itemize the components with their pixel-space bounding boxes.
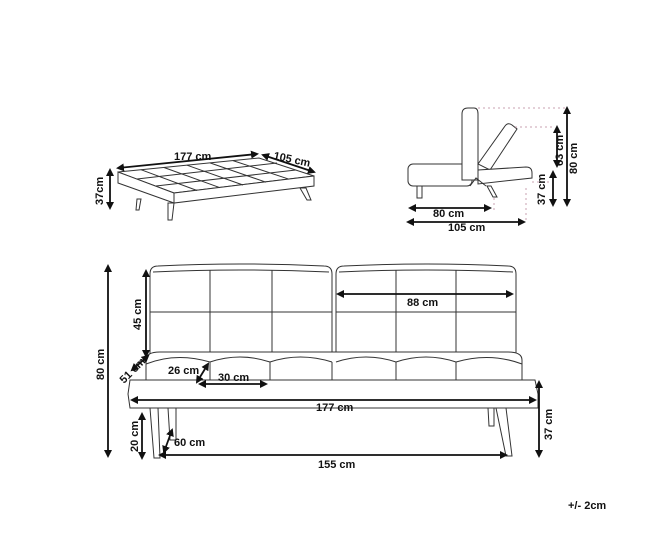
side-total-height-label: 80 cm bbox=[568, 143, 580, 174]
bed-depth-arrow bbox=[261, 153, 316, 174]
bed-view: 177 cm 105 cm 37cm bbox=[94, 150, 316, 221]
side-view: 80 cm 105 cm 37 cm 63 cm 80 cm bbox=[406, 106, 580, 234]
bed-leg-left bbox=[135, 198, 142, 211]
front-leg-back-right bbox=[487, 407, 495, 427]
side-seat-height-label: 37 cm bbox=[536, 174, 548, 205]
front-leg-right bbox=[495, 407, 513, 457]
front-back-height-label: 45 cm bbox=[132, 299, 144, 330]
side-back-height-label: 63 cm bbox=[554, 135, 566, 166]
front-leg-left bbox=[149, 407, 161, 459]
side-seat-depth-label: 80 cm bbox=[433, 208, 464, 220]
bed-leg-right bbox=[299, 187, 312, 201]
side-back-upright bbox=[461, 107, 479, 181]
front-back-tufting bbox=[150, 270, 516, 356]
front-leg-angle-label: 60 cm bbox=[174, 437, 205, 449]
front-seat-depth-arrow bbox=[195, 362, 210, 384]
side-frame bbox=[469, 177, 487, 187]
side-leg-back bbox=[486, 185, 498, 198]
front-total-height-label: 80 cm bbox=[95, 349, 107, 380]
front-seat-height-label: 37 cm bbox=[543, 409, 555, 440]
front-leg-angle-arrow bbox=[162, 428, 174, 454]
front-back-right bbox=[335, 263, 517, 357]
front-view: 88 cm 45 cm 80 cm 51 cm 26 cm 30 cm 177 … bbox=[95, 263, 555, 471]
front-seat-width-label: 88 cm bbox=[407, 297, 438, 309]
side-back-reclined bbox=[477, 123, 518, 171]
front-total-width-label: 177 cm bbox=[316, 402, 354, 414]
bed-length-arrow bbox=[116, 150, 259, 172]
front-back-inner-line-left bbox=[152, 269, 330, 273]
bed-length-label: 177 cm bbox=[174, 151, 212, 163]
front-leg-height-label: 20 cm bbox=[129, 421, 141, 452]
front-cushion-width-label: 30 cm bbox=[218, 372, 249, 384]
front-back-inner-line-right bbox=[338, 269, 514, 273]
front-seat-depth-label: 26 cm bbox=[168, 365, 199, 377]
bed-mattress-side bbox=[173, 175, 315, 204]
front-back-left bbox=[149, 263, 333, 357]
bed-leg-mid bbox=[167, 202, 175, 221]
front-arm-arrow bbox=[130, 354, 150, 372]
side-bed-extension bbox=[477, 166, 533, 185]
front-seat-tufts bbox=[145, 356, 523, 380]
side-total-depth-label: 105 cm bbox=[448, 222, 486, 234]
bed-height-label: 37cm bbox=[94, 177, 106, 205]
front-seat bbox=[145, 351, 523, 381]
tolerance-note: +/- 2cm bbox=[568, 500, 606, 512]
front-leg-span-label: 155 cm bbox=[318, 459, 356, 471]
side-leg-front bbox=[416, 185, 423, 199]
